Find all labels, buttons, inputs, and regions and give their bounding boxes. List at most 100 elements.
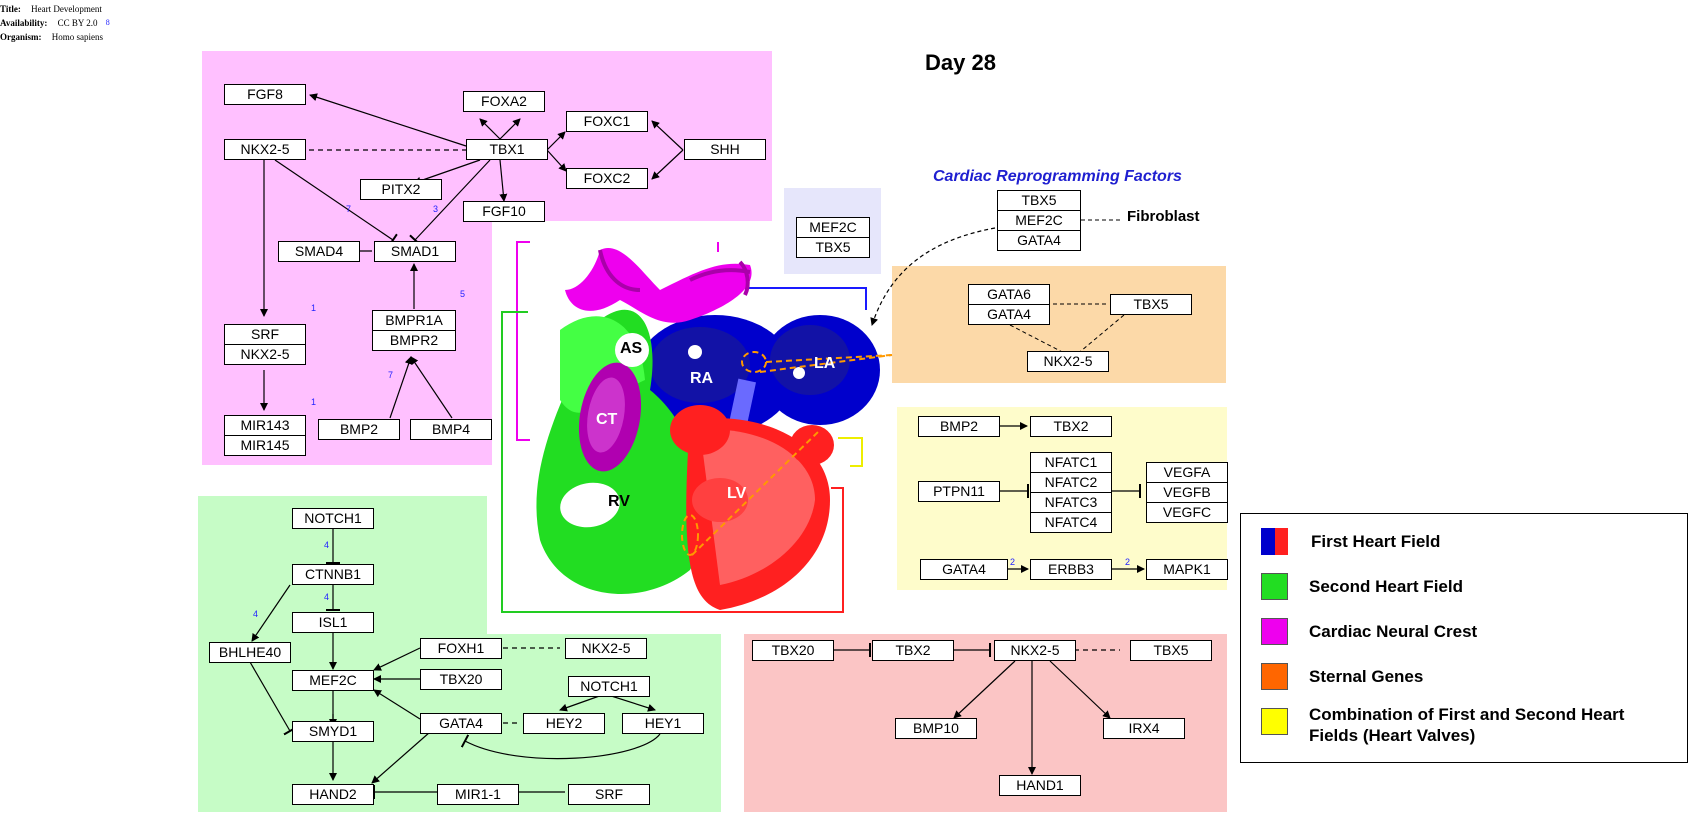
gene-node[interactable]: TBX1 (466, 139, 548, 160)
ref-label[interactable]: 4 (324, 540, 330, 550)
gene-node[interactable]: TBX5 (796, 237, 870, 258)
gene-node[interactable]: PITX2 (360, 179, 442, 200)
gene-node[interactable]: NKX2-5 (224, 139, 306, 160)
heart-label-ra: RA (690, 370, 714, 387)
heart-label-lv: LV (727, 485, 747, 502)
legend-label: Cardiac Neural Crest (1309, 622, 1478, 641)
ref-label[interactable]: 3 (433, 204, 439, 214)
gene-node[interactable]: SMAD4 (278, 241, 360, 262)
legend-swatch (1261, 618, 1288, 645)
gene-node[interactable]: HEY1 (622, 713, 704, 734)
gene-node[interactable]: TBX5 (997, 190, 1081, 211)
gene-node[interactable]: NFATC3 (1030, 492, 1112, 513)
gene-node[interactable]: BMP2 (918, 416, 1000, 437)
legend: First Heart Field Second Heart Field Car… (1240, 513, 1688, 763)
legend-swatch (1261, 528, 1288, 555)
gene-node[interactable]: MEF2C (997, 210, 1081, 231)
legend-label: Sternal Genes (1309, 667, 1424, 686)
gene-node[interactable]: VEGFB (1146, 482, 1228, 503)
gene-node[interactable]: TBX20 (420, 669, 502, 690)
heart-region-brackets (501, 241, 867, 613)
reprogramming-title: Cardiac Reprogramming Factors (933, 168, 1182, 185)
gene-node[interactable]: SHH (684, 139, 766, 160)
valves-edges (1000, 422, 1145, 573)
gene-node[interactable]: MIR1-1 (437, 784, 519, 805)
gene-node[interactable]: PTPN11 (918, 481, 1000, 502)
neural-crest-panel (202, 51, 772, 221)
gene-node[interactable]: NKX2-5 (565, 638, 647, 659)
gene-node[interactable]: FOXC1 (566, 111, 648, 132)
gene-node[interactable]: IRX4 (1103, 718, 1185, 739)
meta-organism-label: Organism: (0, 32, 42, 42)
gene-node[interactable]: MEF2C (796, 217, 870, 238)
ref-label[interactable]: 7 (346, 204, 352, 214)
gene-node[interactable]: GATA4 (420, 713, 502, 734)
gene-node[interactable]: ISL1 (292, 612, 374, 633)
first-field-edges (834, 643, 1120, 775)
gene-node[interactable]: CTNNB1 (292, 564, 374, 585)
gene-node[interactable]: TBX20 (752, 640, 834, 661)
gene-node[interactable]: TBX2 (872, 640, 954, 661)
gene-node[interactable]: FGF8 (224, 84, 306, 105)
gene-node[interactable]: NOTCH1 (292, 508, 374, 529)
gene-node[interactable]: SRF (568, 784, 650, 805)
meta-availability-value: CC BY 2.0 (57, 18, 98, 28)
gene-node[interactable]: HEY2 (523, 713, 605, 734)
ref-label[interactable]: 1 (311, 303, 317, 313)
ref-label[interactable]: 2 (1010, 557, 1016, 567)
gene-node[interactable]: NFATC2 (1030, 472, 1112, 493)
gene-node[interactable]: GATA4 (997, 230, 1081, 251)
ref-label[interactable]: 1 (311, 397, 317, 407)
meta-availability-label: Availability: (0, 18, 48, 28)
gene-node[interactable]: BMP2 (318, 419, 400, 440)
gene-node[interactable]: FOXH1 (420, 638, 502, 659)
ref-label[interactable]: 5 (460, 289, 466, 299)
gene-node[interactable]: MEF2C (292, 670, 374, 691)
gene-node[interactable]: NFATC1 (1030, 452, 1112, 473)
gene-node[interactable]: FOXA2 (463, 91, 545, 112)
gene-node[interactable]: BHLHE40 (209, 642, 291, 663)
fibroblast-label: Fibroblast (1127, 208, 1200, 225)
gene-node[interactable]: FOXC2 (566, 168, 648, 189)
ref-label[interactable]: 4 (253, 609, 259, 619)
gene-node[interactable]: NKX2-5 (1027, 351, 1109, 372)
gene-node[interactable]: NFATC4 (1030, 512, 1112, 533)
meta-organism-value: Homo sapiens (51, 32, 103, 42)
ref-label[interactable]: 7 (388, 370, 394, 380)
gene-node[interactable]: HAND2 (292, 784, 374, 805)
gene-node[interactable]: SRF (224, 324, 306, 345)
gene-node[interactable]: GATA4 (968, 304, 1050, 325)
legend-swatch (1261, 663, 1288, 690)
gene-node[interactable]: NKX2-5 (224, 344, 306, 365)
ref-label[interactable]: 2 (1125, 557, 1131, 567)
gene-node[interactable]: MIR145 (224, 435, 306, 456)
gene-node[interactable]: VEGFC (1146, 502, 1228, 523)
gene-node[interactable]: BMP4 (410, 419, 492, 440)
gene-node[interactable]: GATA6 (968, 284, 1050, 305)
meta-availability-ref[interactable]: 8 (105, 18, 110, 27)
legend-swatch (1261, 708, 1288, 735)
gene-node[interactable]: MAPK1 (1146, 559, 1228, 580)
gene-node[interactable]: FGF10 (463, 201, 545, 222)
meta-title-value: Heart Development (31, 4, 102, 14)
sternal-edges (1009, 219, 1125, 357)
gene-node[interactable]: NOTCH1 (568, 676, 650, 697)
fibroblast-link (870, 227, 996, 326)
gene-node[interactable]: GATA4 (920, 559, 1008, 580)
diagram-title: Day 28 (925, 50, 996, 75)
legend-swatch (1261, 573, 1288, 600)
gene-node[interactable]: BMPR1A (372, 310, 456, 331)
gene-node[interactable]: TBX5 (1110, 294, 1192, 315)
gene-node[interactable]: TBX5 (1130, 640, 1212, 661)
gene-node[interactable]: NKX2-5 (994, 640, 1076, 661)
gene-node[interactable]: BMPR2 (372, 330, 456, 351)
gene-node[interactable]: VEGFA (1146, 462, 1228, 483)
gene-node[interactable]: MIR143 (224, 415, 306, 436)
ref-label[interactable]: 4 (324, 592, 330, 602)
gene-node[interactable]: SMAD1 (374, 241, 456, 262)
gene-node[interactable]: TBX2 (1030, 416, 1112, 437)
gene-node[interactable]: SMYD1 (292, 721, 374, 742)
gene-node[interactable]: ERBB3 (1030, 559, 1112, 580)
gene-node[interactable]: HAND1 (999, 775, 1081, 796)
gene-node[interactable]: BMP10 (895, 718, 977, 739)
